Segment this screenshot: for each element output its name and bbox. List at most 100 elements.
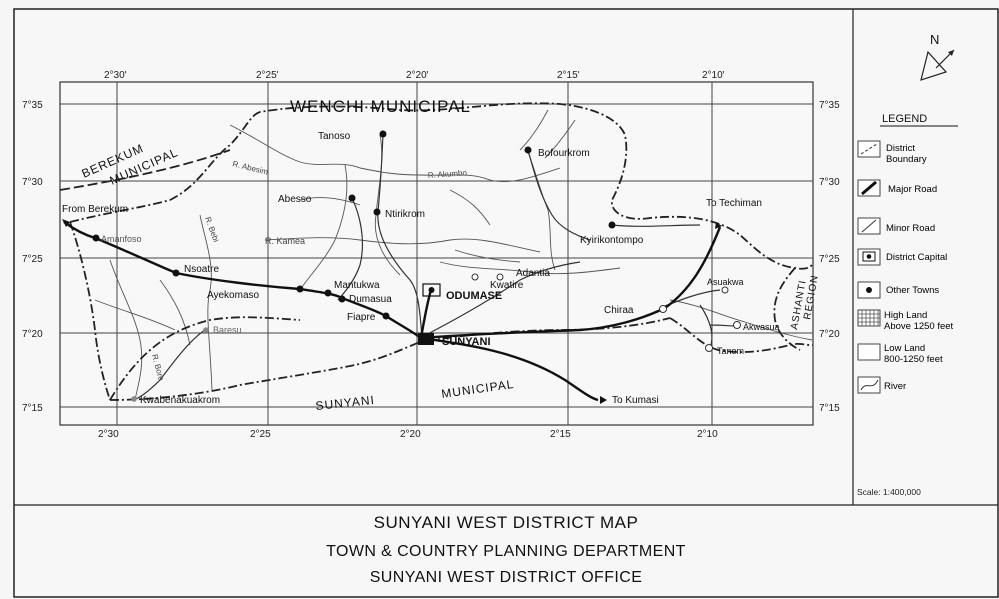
river-east [439, 261, 621, 275]
town-label-kyirikontompo: Kyirikontompo [580, 235, 644, 246]
legend-item-major-road: Major Road [857, 179, 937, 197]
legend-item-other-towns: Other Towns [857, 281, 939, 299]
legend-label: District Capital [886, 252, 947, 263]
lat-label-right: 7°25 [819, 254, 840, 265]
town-marker-tanoso [379, 130, 387, 138]
legend-label: Other Towns [886, 285, 939, 296]
lon-label-top: 2°15' [557, 70, 580, 81]
lat-label-left: 7°25 [22, 254, 43, 265]
river-label-akumbo: R. Akumbo [428, 168, 468, 180]
legend-title: LEGEND [882, 113, 927, 125]
lon-label-top: 2°30' [104, 70, 127, 81]
town-marker-mantukwa [324, 289, 332, 297]
map-panel: 2°30' 2°25' 2°20' 2°15' 2°10' 2°30 2°25 … [22, 70, 840, 440]
town-markers [92, 130, 616, 402]
boundary-south [109, 317, 671, 401]
map-title: SUNYANI WEST DISTRICT MAP [373, 513, 639, 532]
town-marker-ayekomaso [296, 285, 304, 293]
town-marker-chiraa [659, 305, 667, 313]
lat-label-right: 7°15 [819, 403, 840, 414]
town-label-chiraa: Chiraa [604, 305, 634, 316]
road-tanoso-sunyani [377, 133, 423, 339]
boundary-west [69, 221, 111, 401]
lon-label-top: 2°25' [256, 70, 279, 81]
town-label-kwatire: Kwatire [490, 280, 524, 291]
river-north-branches [519, 109, 576, 159]
town-marker-asuakwa [721, 286, 729, 294]
town-marker-baresu [203, 327, 209, 333]
road-abesso [337, 197, 363, 301]
lon-label-top: 2°10' [702, 70, 725, 81]
scale-label: Scale: 1:400,000 [857, 487, 921, 497]
river-kamea [264, 237, 541, 253]
town-label-akwasua: Akwasua [743, 322, 780, 332]
title-block: SUNYANI WEST DISTRICT MAP TOWN & COUNTRY… [14, 505, 998, 597]
legend-item-river: River [857, 376, 906, 394]
river-west-branches [94, 279, 191, 346]
boundary-berekum [59, 149, 231, 191]
legend-item-minor-road: Minor Road [857, 217, 935, 235]
village-marker [496, 273, 504, 281]
direction-label-to-kumasi: To Kumasi [612, 395, 659, 406]
lat-label-left: 7°35 [22, 100, 43, 111]
road-odumase-adantia [419, 261, 581, 339]
town-marker-nsoatre [172, 269, 180, 277]
river-asuakwa [669, 299, 813, 341]
lon-label-bottom: 2°10 [697, 429, 718, 440]
town-marker-dumasua [338, 295, 346, 303]
lat-label-left: 7°30 [22, 177, 43, 188]
town-marker-abesso [348, 194, 356, 202]
town-label-asuakwa: Asuakwa [707, 277, 744, 287]
district-boundary [59, 102, 814, 401]
road-arrows [62, 219, 722, 404]
legend-item-district-boundary: District Boundary [857, 140, 927, 165]
road-baresu [132, 329, 206, 401]
town-label-amanfoso: Amanfoso [101, 234, 142, 244]
town-label-adantia: Adantia [516, 268, 550, 279]
town-marker-fiapre [382, 312, 390, 320]
river-label-kamea: R. Kamea [265, 236, 305, 246]
graticule [60, 82, 813, 425]
lon-label-bottom: 2°20 [400, 429, 421, 440]
department-name: TOWN & COUNTRY PLANNING DEPARTMENT [326, 543, 686, 560]
town-marker-tanom [705, 344, 713, 352]
legend-label: High Land [884, 310, 927, 321]
arrow-to-kumasi [600, 396, 607, 404]
legend-label: District [886, 143, 915, 154]
direction-label-from-berekum: From Berekum [62, 204, 128, 215]
legend-item-district-capital: District Capital [857, 248, 947, 266]
town-label-kwabenakuakrom: Kwabenakuakrom [140, 395, 220, 406]
direction-label-to-techiman: To Techiman [706, 198, 762, 209]
town-label-baresu: Baresu [213, 325, 242, 335]
river-adantia [454, 249, 521, 263]
road-kyirikontompo [611, 224, 701, 227]
town-label-mantukwa: Mantukwa [334, 280, 380, 291]
odumase-capital-marker [422, 283, 441, 297]
town-label-ayekomaso: Ayekomaso [207, 290, 260, 301]
town-label-odumase: ODUMASE [446, 290, 502, 302]
town-label-tanom: Tanom [717, 346, 744, 356]
road-sunyani-kumasi [420, 336, 599, 402]
lat-label-left: 7°20 [22, 329, 43, 340]
lat-label-right: 7°20 [819, 329, 840, 340]
north-label: N [930, 32, 939, 47]
north-arrow-icon: N [920, 32, 955, 81]
lat-label-right: 7°30 [819, 177, 840, 188]
minor-roads [132, 133, 739, 401]
lat-label-right: 7°35 [819, 100, 840, 111]
river-tanoso-branch [299, 164, 348, 291]
river-bebi [199, 214, 213, 391]
river-bore [109, 259, 143, 401]
legend-label: Above 1250 feet [884, 321, 954, 332]
road-sunyani-techiman [420, 226, 722, 340]
town-label-nsoatre: Nsoatre [184, 264, 219, 275]
boundary-north [69, 102, 814, 270]
legend-label: Major Road [888, 184, 937, 195]
legend-label: 800-1250 feet [884, 354, 943, 365]
legend-label: Low Land [884, 343, 925, 354]
legend-label: Minor Road [886, 223, 935, 234]
town-label-tanoso: Tanoso [318, 131, 351, 142]
town-label-dumasua: Dumasua [349, 294, 392, 305]
town-marker-akwasua [733, 321, 741, 329]
